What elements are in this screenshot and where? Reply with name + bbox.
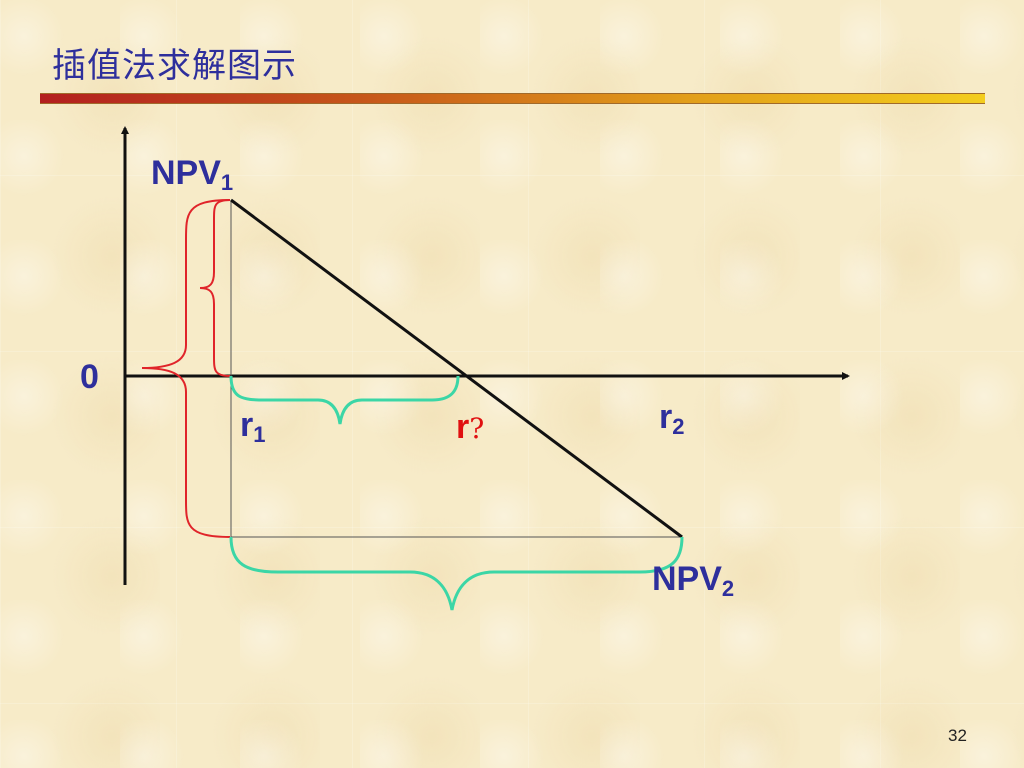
page-number: 32	[948, 726, 967, 745]
npv1-to-npv2-brace	[141, 199, 231, 538]
r1-text: r	[240, 406, 254, 444]
r2-label: r2	[659, 400, 684, 438]
r-unknown-label: r?	[456, 410, 484, 444]
title-underline-bar	[40, 93, 985, 104]
r-unknown-question-mark: ?	[469, 412, 485, 445]
r1-subscript: 1	[253, 422, 266, 447]
npv1-text: NPV	[151, 154, 221, 192]
origin-label: 0	[80, 358, 99, 396]
npv1-subscript: 1	[220, 170, 234, 195]
r-unknown-text: r	[456, 408, 470, 446]
npv2-text: NPV	[652, 560, 722, 598]
r1-to-r-brace	[229, 375, 460, 425]
slide-title: 插值法求解图示	[52, 46, 297, 86]
npv-line	[230, 198, 683, 539]
r2-text: r	[659, 398, 673, 436]
npv1-label: NPV1	[151, 156, 233, 194]
npv2-subscript: 2	[721, 576, 735, 601]
r2-subscript: 2	[672, 414, 685, 439]
r1-to-r2-brace	[229, 536, 684, 611]
npv1-to-zero-brace	[199, 199, 231, 377]
r1-label: r1	[240, 408, 265, 446]
npv2-label: NPV2	[652, 562, 734, 600]
